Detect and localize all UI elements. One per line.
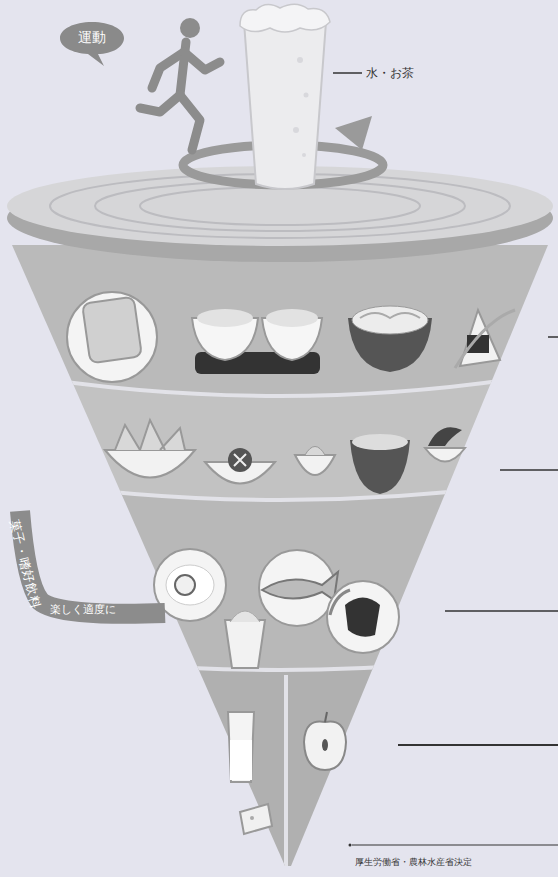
band-divider	[0, 372, 558, 396]
runner-head	[180, 18, 200, 38]
water-glass	[244, 22, 326, 189]
runner-figure	[140, 42, 220, 150]
item-label: 水・お茶	[366, 65, 414, 82]
grain-icons	[67, 292, 515, 382]
ribbon-text: 楽しく適度に	[50, 604, 116, 616]
leader-line	[398, 744, 558, 746]
band-divider	[0, 478, 558, 500]
protein-band	[0, 478, 558, 670]
speech-bubble: 運動	[60, 20, 130, 70]
leader-line	[500, 469, 558, 471]
leader-line	[352, 845, 558, 846]
leader-line	[333, 72, 362, 74]
leader-dot	[349, 844, 352, 847]
dairy-fruit-band	[0, 650, 558, 877]
vegetable-band	[0, 372, 558, 500]
band-divider	[284, 675, 288, 870]
leader-line	[445, 610, 558, 612]
ribbon-shape	[20, 511, 165, 614]
vegetable-icons	[105, 420, 465, 494]
rotation-arrowhead	[335, 116, 372, 150]
node-text: 運動	[60, 20, 124, 56]
credit-note: 厚生労働省・農林水産省決定	[355, 856, 472, 869]
cone	[0, 230, 558, 877]
bubbles	[293, 57, 309, 157]
band-divider	[0, 650, 558, 670]
glass-foam	[240, 4, 330, 32]
protein-icons	[154, 549, 399, 668]
dairy-fruit-icons	[228, 712, 346, 834]
ribbon-text: 菓子・嗜好飲料	[7, 518, 42, 610]
ribbon-banner: 菓子・嗜好飲料楽しく適度に	[0, 505, 170, 640]
leader-line	[548, 336, 558, 338]
